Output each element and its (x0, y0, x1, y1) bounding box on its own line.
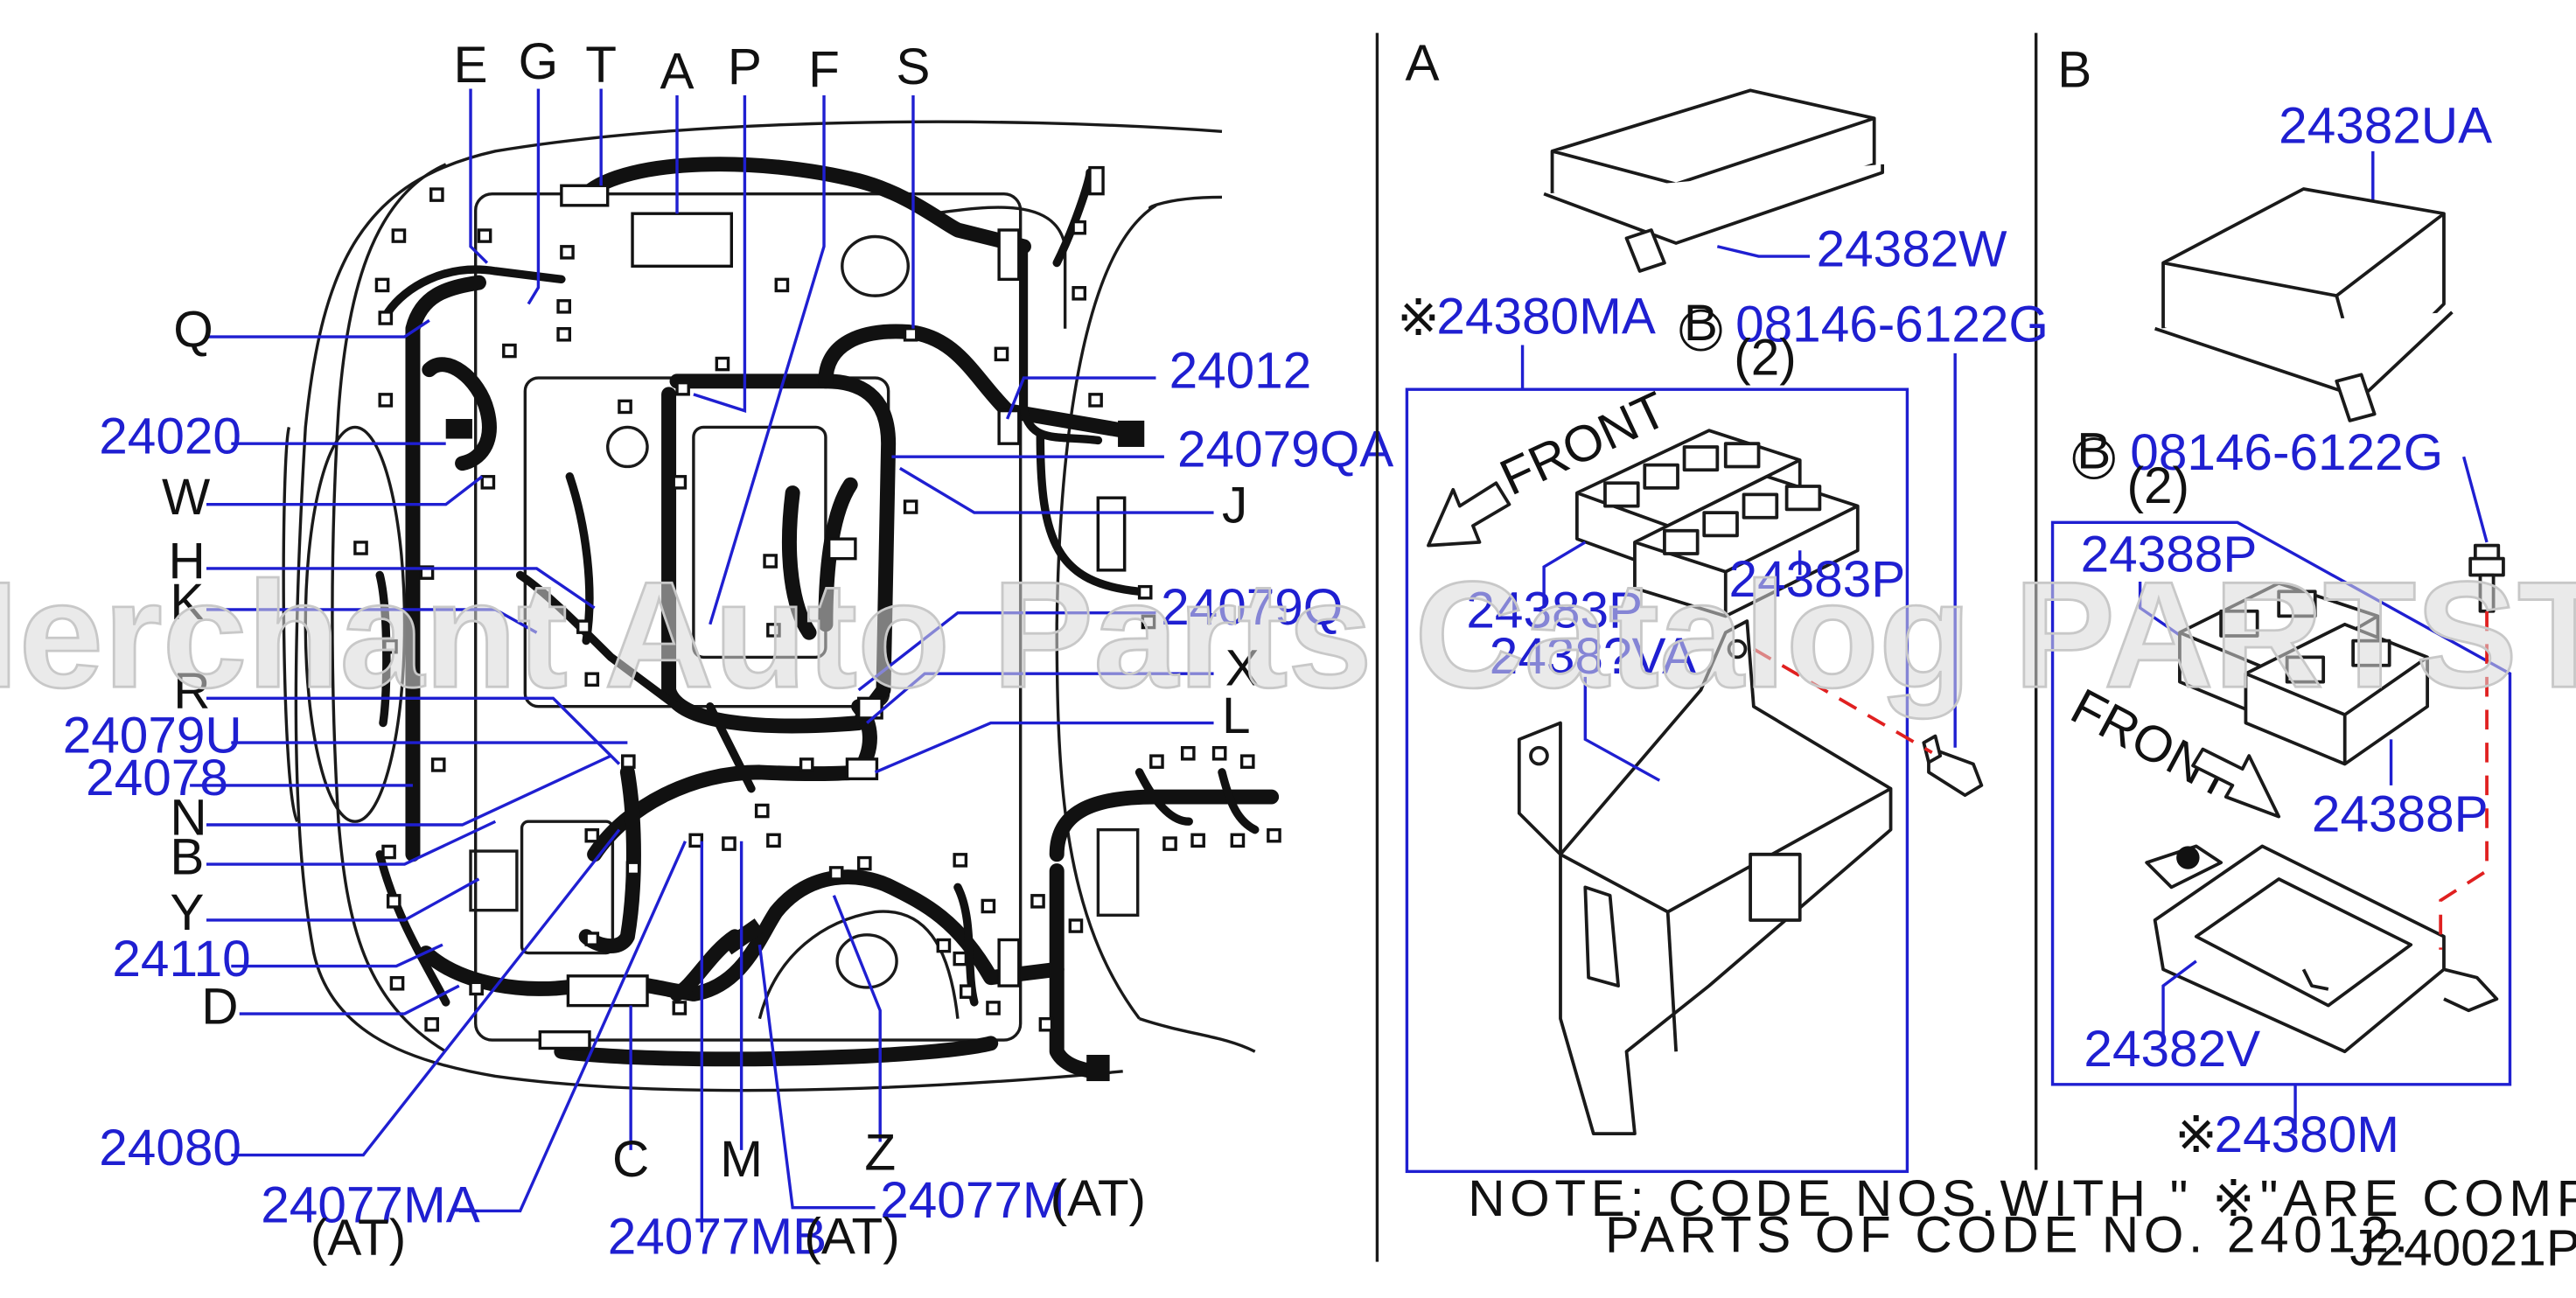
label-24080: 24080 (99, 1120, 241, 1176)
label-s: S (896, 38, 930, 95)
note-line-2: PARTS OF CODE NO. 24012. (1605, 1207, 2413, 1264)
label-24012: 24012 (1169, 342, 1312, 399)
label-24380ma: 24380MA (1436, 288, 1656, 345)
label-a: A (660, 44, 694, 101)
label-24077ma: 24077MA (261, 1177, 480, 1234)
label-at-2: (AT) (804, 1208, 899, 1265)
label-g: G (519, 33, 559, 90)
label-24110: 24110 (112, 931, 250, 987)
leader-lines (190, 88, 1214, 1232)
label-at-1: (AT) (311, 1210, 406, 1267)
detail-a-frame (1405, 387, 1909, 1174)
watermark: Offers Merchant Auto Parts Catalog PARTS… (0, 550, 2576, 720)
bolt-qty-a: (2) (1734, 329, 1797, 386)
label-24383p-a1: 24383P (1729, 551, 1906, 608)
main-harness-trunk (578, 157, 1031, 255)
label-x: X (1225, 639, 1260, 696)
label-n: N (170, 789, 206, 846)
label-w: W (162, 469, 210, 526)
label-f: F (808, 42, 840, 99)
relay-block-24388p (2178, 581, 2429, 766)
bolt-mark-a: B (1684, 295, 1718, 352)
label-24077m: 24077M (880, 1172, 1065, 1229)
front-arrow-a (1427, 481, 1511, 548)
main-diagram-labels: E G T A P F S Q 24020 W H K R 24079U 240… (63, 33, 1394, 1267)
label-24388p-b2: 24388P (2312, 786, 2489, 843)
label-08146-6122g-a: 08146-6122G (1735, 297, 2049, 353)
relay-block-24383p (1574, 429, 1860, 618)
label-m: M (720, 1131, 763, 1188)
label-08146-6122g-b: 08146-6122G (2130, 424, 2443, 481)
label-b: B (170, 828, 204, 885)
label-y: Y (170, 884, 204, 941)
label-bracket-a: 2438?VA (1490, 628, 1696, 685)
bolt-mark-circle-a (1679, 309, 1722, 352)
bolt-a (1922, 734, 1984, 798)
label-24382ua: 24382UA (2279, 98, 2492, 155)
label-t: T (585, 37, 617, 94)
bolt-mark-b: B (2077, 422, 2111, 479)
label-l: L (1222, 687, 1251, 744)
label-24383p-a2: 24383P (1466, 583, 1643, 639)
detail-b-label: B (2057, 42, 2091, 99)
label-k: K (170, 574, 204, 631)
label-j: J (1222, 477, 1247, 534)
bolt-mark-circle-b (2072, 437, 2115, 480)
label-24078: 24078 (86, 750, 228, 806)
vehicle-body-outline (294, 120, 1223, 1092)
label-24079q: 24079Q (1161, 579, 1343, 636)
label-e: E (454, 37, 488, 94)
fuse-box-cover-24382ua (2154, 187, 2454, 422)
bolt-qty-b: (2) (2127, 457, 2190, 514)
label-24079qa: 24079QA (1177, 422, 1393, 478)
label-24388p-b1: 24388P (2081, 527, 2258, 583)
label-24079u: 24079U (63, 707, 242, 764)
front-arrow-b (2191, 747, 2281, 819)
detail-b: B 24382UA B 08146-6122G (2) 24388P (2050, 42, 2512, 1163)
label-p: P (728, 38, 762, 95)
label-h: H (169, 533, 206, 590)
label-z: Z (864, 1125, 896, 1182)
detail-b-frame (2050, 520, 2512, 1086)
detail-a-assembly-mark: ※ (1397, 290, 1440, 346)
label-24077mb: 24077MB (608, 1208, 827, 1265)
label-q: Q (173, 301, 213, 358)
main-harness-diagram: E G T A P F S Q 24020 W H K R 24079U 240… (63, 33, 1394, 1267)
detail-a-label: A (1406, 35, 1440, 92)
label-24380m: 24380M (2215, 1106, 2399, 1163)
connector (631, 212, 734, 269)
detail-b-assembly-mark: ※ (2175, 1106, 2217, 1163)
label-c: C (612, 1131, 649, 1188)
label-24382v: 24382V (2084, 1021, 2260, 1078)
label-at-3: (AT) (1051, 1170, 1146, 1227)
label-24382w: 24382W (1817, 220, 2007, 277)
label-d: D (201, 978, 238, 1035)
bolt-b (2468, 543, 2505, 613)
label-24020: 24020 (99, 408, 241, 465)
fuse-box-bracket (1517, 619, 1893, 1136)
drawing-code: J240021P (2349, 1220, 2576, 1277)
note-line-1: NOTE: CODE NOS.WITH " ※"ARE COMPONENT (1468, 1170, 2576, 1227)
fuse-box-cover-24382w (1543, 88, 1885, 273)
fuse-box-base-24382v (2145, 844, 2499, 1054)
label-r: R (173, 663, 210, 720)
